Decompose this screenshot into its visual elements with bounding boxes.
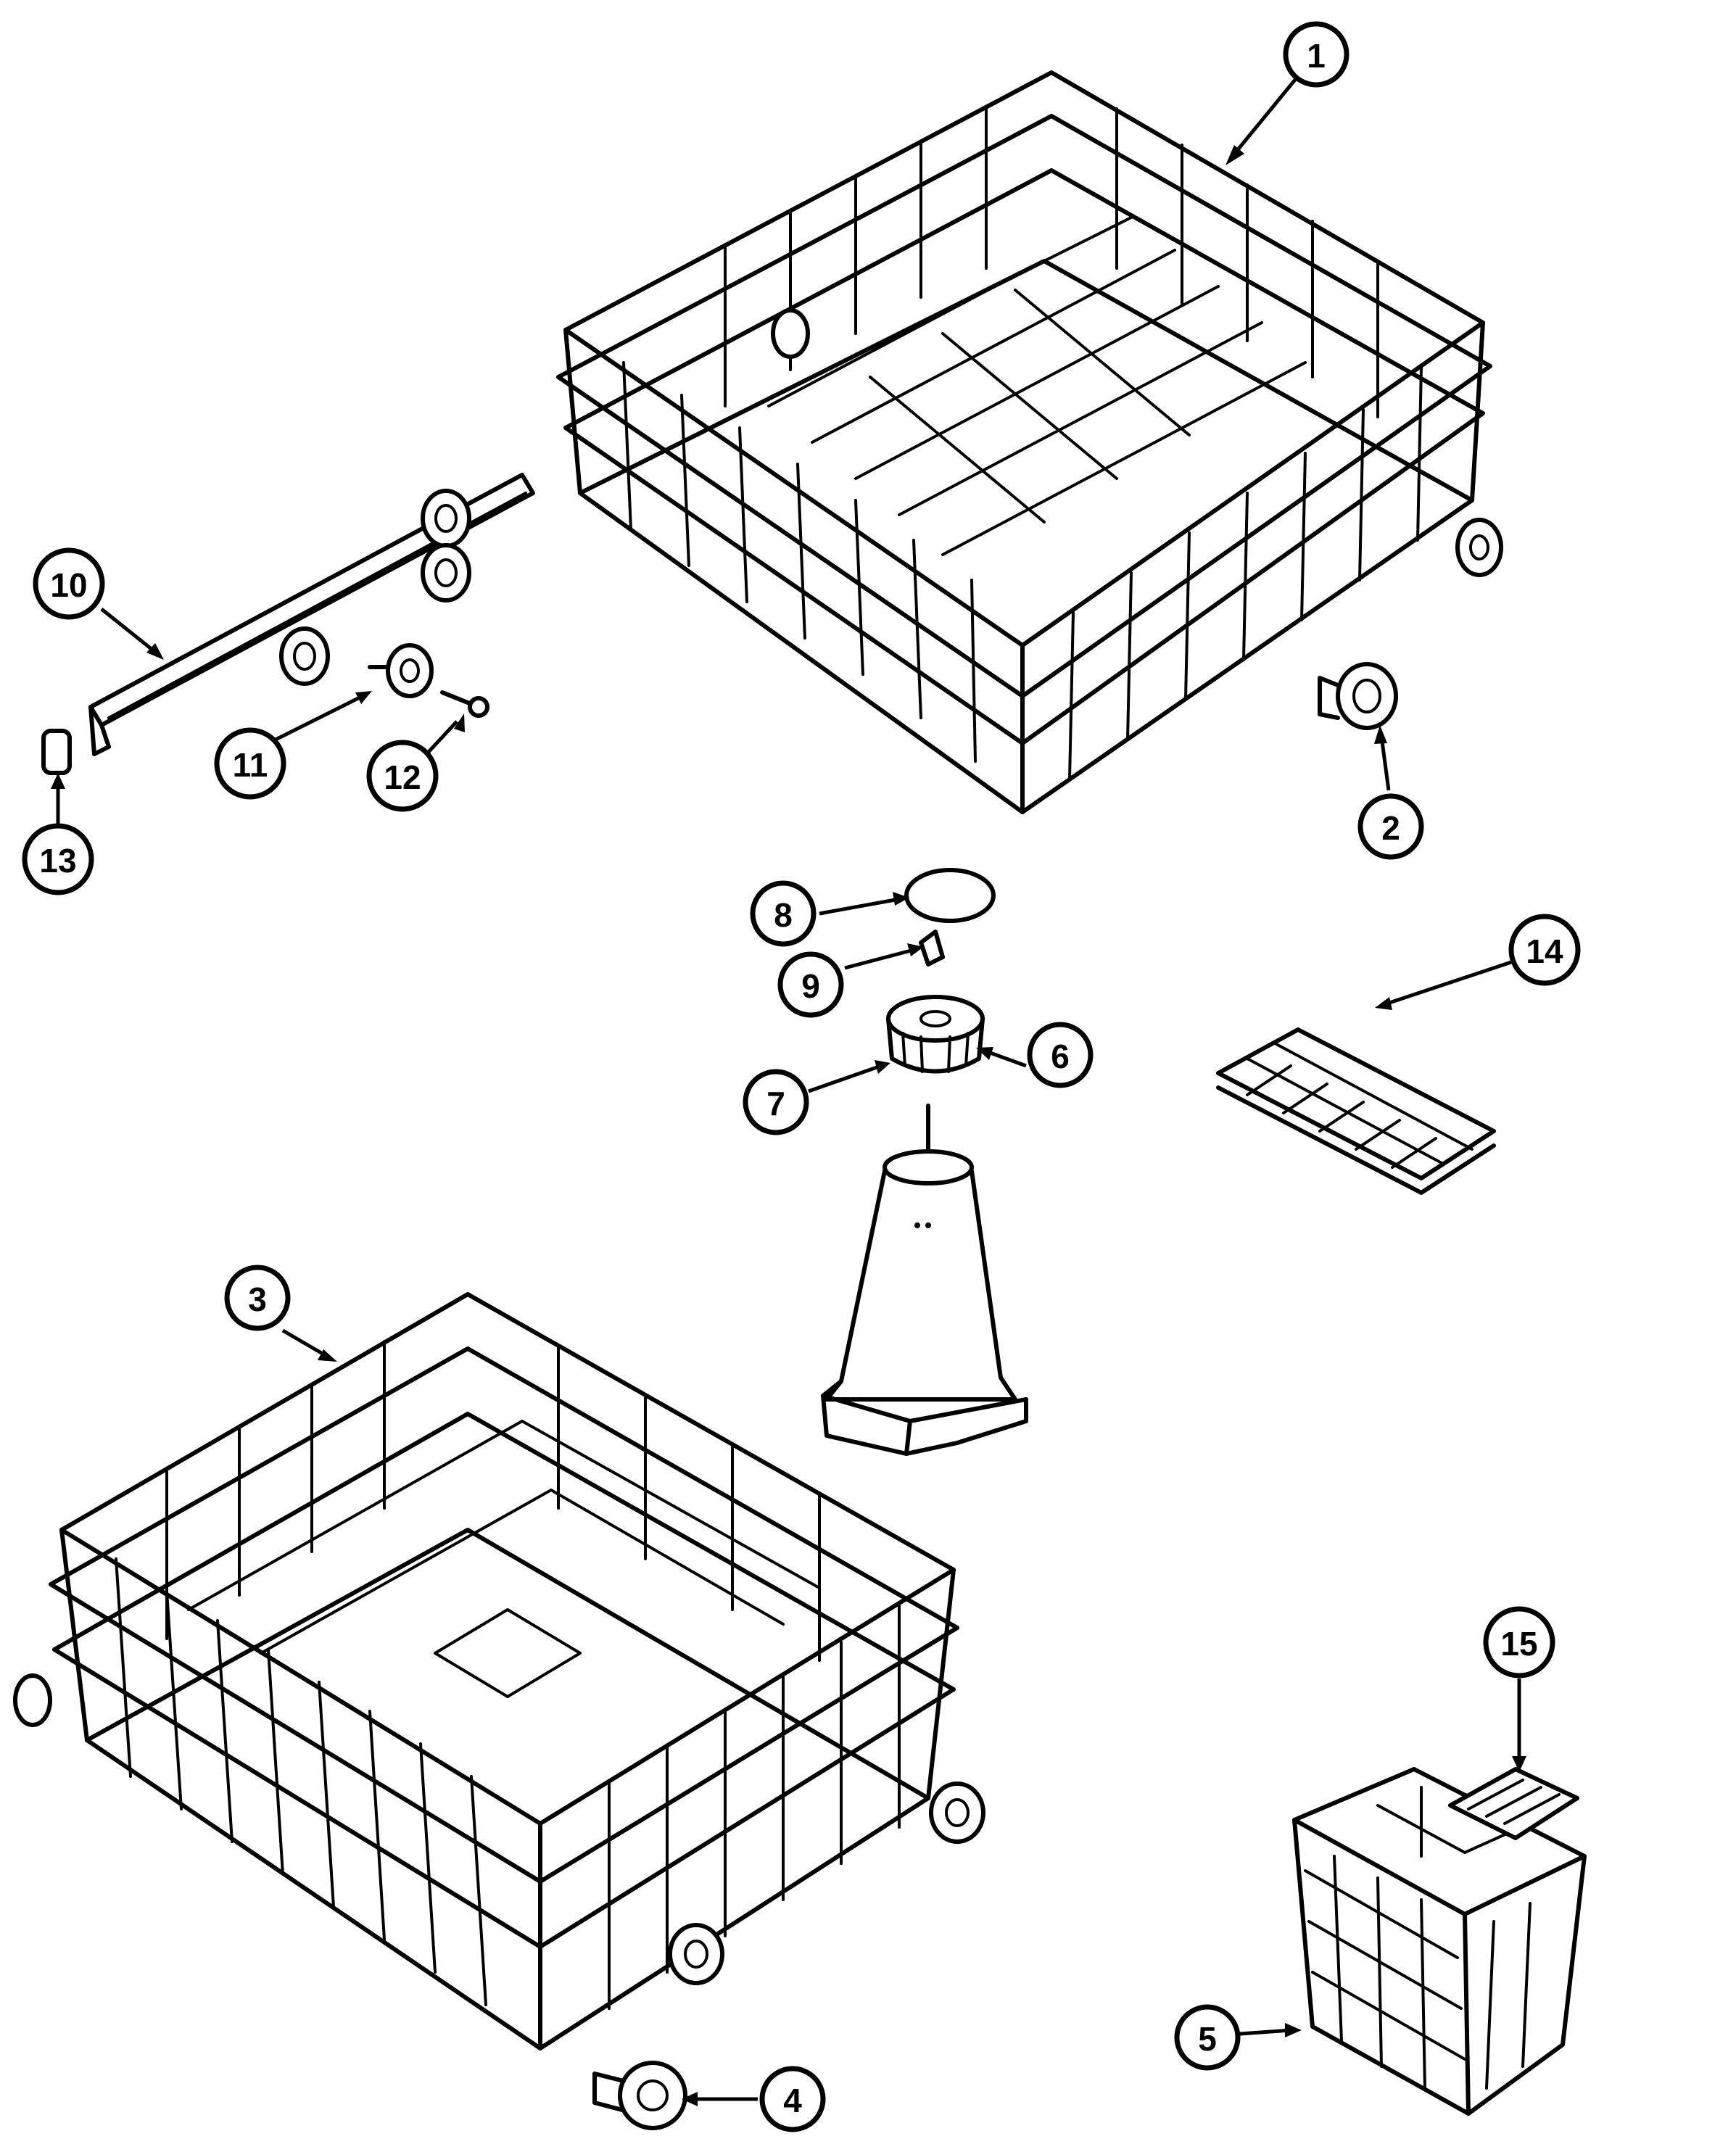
callout-label-12: 12: [384, 758, 421, 796]
callout-7: 7: [743, 1069, 809, 1135]
callout-label-2: 2: [1381, 809, 1400, 847]
cup-shelf-drawing: [1216, 1027, 1496, 1195]
callout-12: 12: [366, 740, 439, 812]
callout-10: 10: [33, 547, 105, 620]
callout-label-1: 1: [1307, 37, 1326, 75]
callout-label-11: 11: [233, 746, 268, 784]
basket-lid-drawing: [1448, 1767, 1579, 1840]
callout-label-4: 4: [783, 2082, 802, 2119]
upper-rack-roller-drawing: [1318, 662, 1398, 730]
callout-label-7: 7: [766, 1085, 785, 1122]
track-end-cap-drawing: [41, 729, 72, 775]
upper-rack-drawing: [556, 70, 1503, 814]
callout-13: 13: [22, 823, 94, 895]
callout-label-6: 6: [1051, 1038, 1070, 1075]
tower-cap-drawing: [904, 868, 996, 923]
callout-label-5: 5: [1198, 2020, 1217, 2058]
callout-label-8: 8: [774, 896, 793, 934]
leader-lines: [51, 75, 1526, 2106]
spray-tower-drawing: [821, 1104, 1028, 1456]
callout-1: 1: [1283, 21, 1349, 88]
lower-rack-drawing: [13, 1292, 985, 2050]
silverware-basket-drawing: [1292, 1767, 1587, 2116]
callout-9: 9: [777, 951, 844, 1018]
callout-8: 8: [750, 880, 817, 947]
callout-14: 14: [1508, 914, 1581, 986]
callout-label-13: 13: [39, 842, 76, 880]
tower-nut-drawing: [886, 995, 985, 1074]
callout-label-3: 3: [248, 1280, 267, 1318]
rack-track-drawing: [88, 473, 535, 756]
callout-label-10: 10: [50, 566, 87, 604]
callout-label-15: 15: [1500, 1625, 1537, 1663]
callout-label-9: 9: [801, 967, 820, 1005]
callout-label-14: 14: [1526, 932, 1563, 970]
track-screw-drawing: [440, 690, 489, 718]
callout-11: 11: [214, 727, 286, 800]
callout-4: 4: [759, 2066, 826, 2132]
callout-15: 15: [1483, 1606, 1555, 1679]
callout-3: 3: [224, 1265, 291, 1331]
track-roller-drawing: [368, 643, 434, 698]
lower-rack-wheel-drawing: [592, 2061, 687, 2130]
tower-valve-drawing: [919, 930, 945, 967]
callout-6: 6: [1027, 1022, 1094, 1088]
callout-5: 5: [1174, 2004, 1241, 2071]
callout-2: 2: [1357, 793, 1424, 860]
